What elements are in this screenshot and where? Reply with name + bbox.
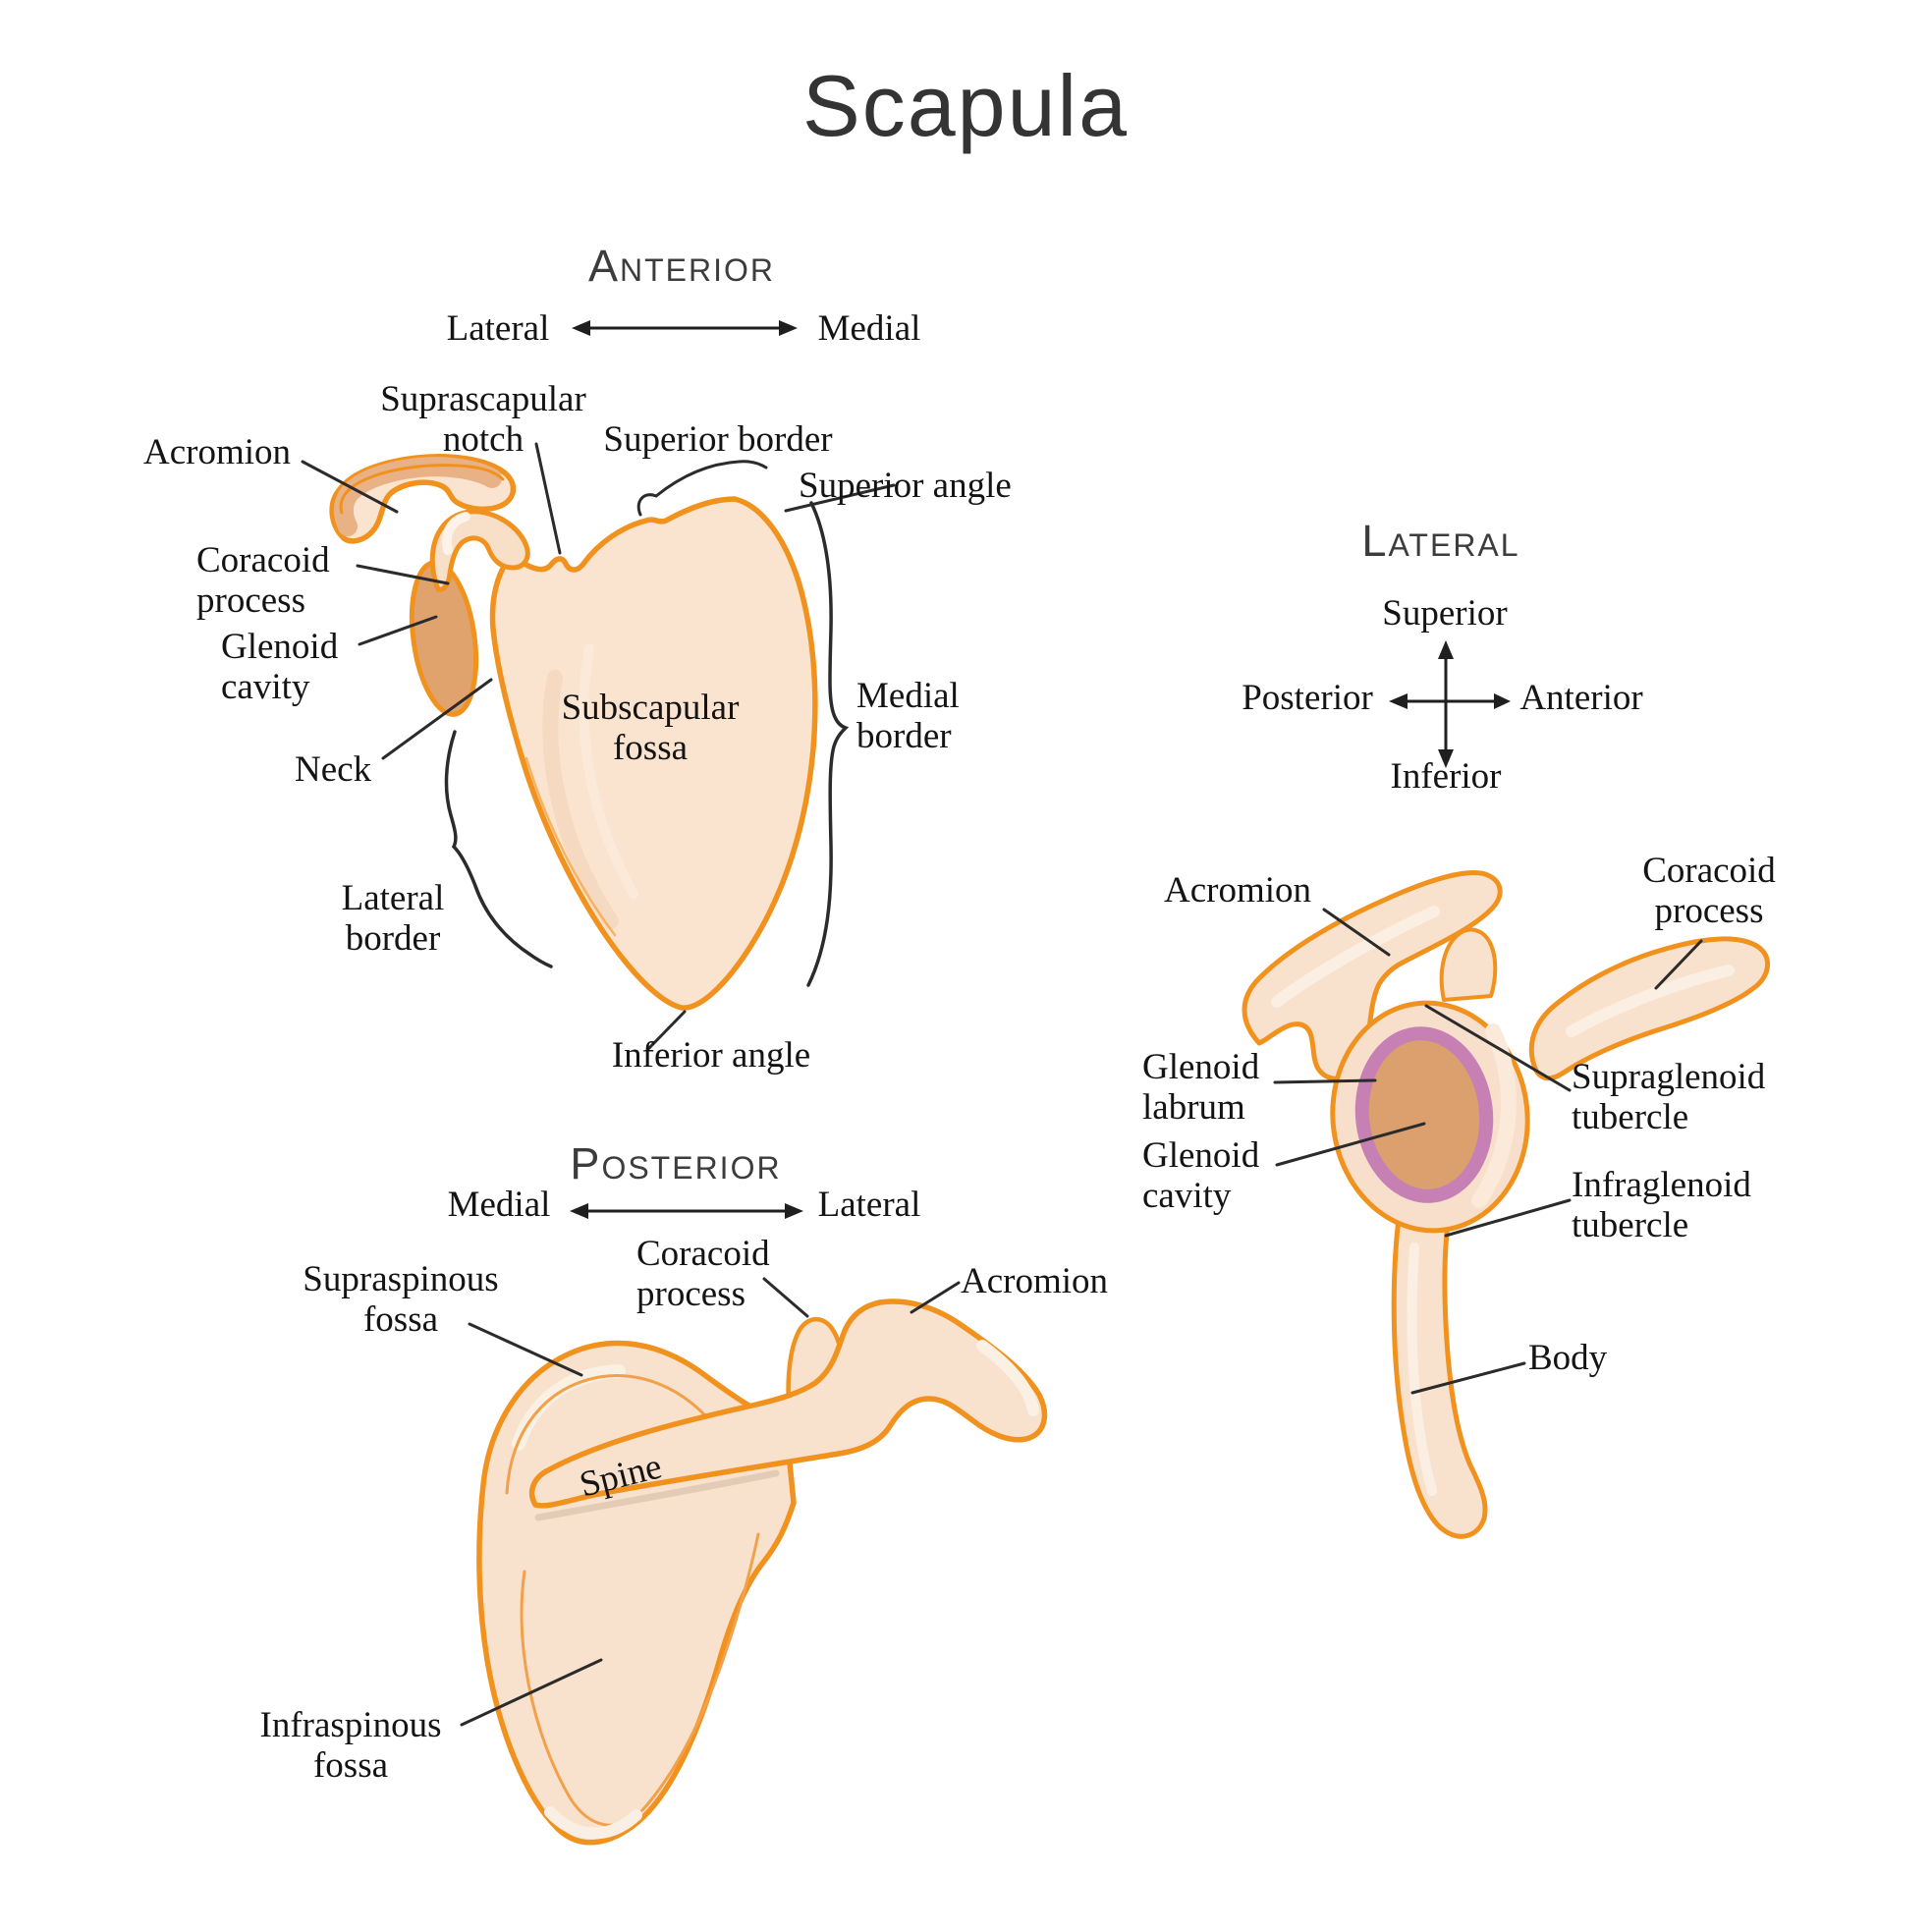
- page-title: Scapula: [801, 57, 1130, 154]
- posterior-acromion-highlight: [976, 1340, 1039, 1416]
- brace-lateral-border: [444, 730, 553, 968]
- pointer-lateral-body: [1410, 1361, 1526, 1395]
- posterior-label-supraspinous-fossa: Supraspinous fossa: [303, 1259, 499, 1341]
- anterior-label-superior-angle: Superior angle: [799, 466, 1012, 506]
- posterior-infraspinous-inner-line: [520, 1532, 760, 1827]
- lateral-compass-left-label: Posterior: [1242, 678, 1373, 718]
- lateral-view-illustration: [1242, 870, 1770, 1539]
- posterior-label-coracoid-process: Coracoid process: [636, 1234, 770, 1315]
- anterior-blade-highlight: [579, 643, 638, 899]
- anterior-heading: Anterior: [587, 241, 776, 291]
- lateral-coracoid-highlight: [1566, 965, 1735, 1037]
- anterior-compass-arrow: [572, 320, 798, 336]
- pointer-lateral-acromion: [1322, 908, 1391, 957]
- pointer-anterior-superior-angle: [784, 483, 896, 513]
- pointer-anterior-suprascapular-notch: [534, 442, 562, 555]
- pointer-posterior-coracoid: [762, 1277, 809, 1318]
- pointer-anterior-inferior-angle: [646, 1010, 687, 1051]
- pointer-posterior-acromion: [910, 1281, 961, 1314]
- anterior-blade-inner-line: [524, 756, 617, 937]
- leader-lines: [301, 442, 1703, 1727]
- lateral-compass-cross: [1389, 640, 1511, 768]
- anterior-coracoid-highlight: [442, 512, 470, 555]
- anterior-label-subscapular-fossa: Subscapular fossa: [561, 688, 740, 769]
- posterior-label-acromion: Acromion: [961, 1261, 1109, 1301]
- anterior-label-suprascapular-notch: Suprascapular notch: [380, 379, 586, 461]
- lateral-label-supraglenoid-tubercle: Supraglenoid tubercle: [1572, 1057, 1766, 1138]
- posterior-compass-right-label: Lateral: [817, 1185, 921, 1225]
- pointer-lateral-infraglenoid: [1444, 1198, 1572, 1238]
- lateral-label-body: Body: [1528, 1338, 1608, 1378]
- anterior-label-neck: Neck: [295, 749, 372, 790]
- lateral-label-glenoid-cavity: Glenoid cavity: [1142, 1135, 1260, 1217]
- anterior-coracoid-shape: [429, 509, 530, 592]
- lateral-label-acromion: Acromion: [1163, 870, 1312, 911]
- brace-medial-border: [806, 501, 850, 987]
- posterior-heading: Posterior: [570, 1138, 782, 1188]
- posterior-compass-arrow: [570, 1203, 803, 1219]
- pointer-lateral-supraglenoid: [1424, 1004, 1572, 1092]
- lateral-heading: Lateral: [1361, 516, 1520, 566]
- anterior-label-lateral-border: Lateral border: [341, 878, 445, 960]
- lateral-label-infraglenoid-tubercle: Infraglenoid tubercle: [1572, 1165, 1751, 1246]
- anterior-compass-right-label: Medial: [817, 308, 921, 349]
- posterior-label-infraspinous-fossa: Infraspinous fossa: [259, 1705, 442, 1787]
- lateral-compass-right-label: Anterior: [1519, 678, 1643, 718]
- lateral-acromion-shape: [1242, 870, 1503, 1081]
- pointer-anterior-coracoid: [356, 564, 450, 585]
- pointer-posterior-infraspinous: [460, 1658, 603, 1727]
- anterior-blade-shading: [542, 670, 619, 929]
- anterior-compass-left-label: Lateral: [446, 308, 550, 349]
- anterior-label-coracoid-process: Coracoid process: [196, 540, 330, 622]
- pointer-anterior-acromion: [301, 460, 399, 514]
- posterior-spine-shadow: [534, 1469, 780, 1521]
- posterior-spine-acromion-shape: [528, 1298, 1048, 1509]
- pointer-lateral-glenoid-labrum: [1273, 1078, 1377, 1084]
- lateral-acromion-highlight: [1271, 906, 1440, 1008]
- lateral-label-glenoid-labrum: Glenoid labrum: [1142, 1047, 1260, 1129]
- anterior-blade-shape: [489, 496, 818, 1011]
- lateral-glenoid-cavity-shape: [1368, 1040, 1480, 1189]
- pointer-lateral-glenoid-cavity: [1275, 1122, 1426, 1167]
- anterior-label-glenoid-cavity: Glenoid cavity: [221, 627, 339, 708]
- lateral-body-highlight: [1407, 1242, 1437, 1496]
- posterior-compass-left-label: Medial: [447, 1185, 551, 1225]
- posterior-bottom-highlight: [544, 1806, 642, 1840]
- anterior-label-acromion: Acromion: [142, 432, 292, 472]
- anterior-label-inferior-angle: Inferior angle: [611, 1035, 811, 1076]
- compass-arrows: [570, 320, 1511, 1219]
- anterior-label-medial-border: Medial border: [856, 676, 960, 757]
- pointer-anterior-neck: [381, 678, 493, 760]
- posterior-supraspinous-inner-line: [505, 1374, 724, 1495]
- pointer-lateral-coracoid: [1654, 939, 1703, 990]
- posterior-view-illustration: [476, 1298, 1048, 1846]
- pointer-anterior-glenoid-cavity: [358, 615, 438, 646]
- anterior-view-illustration: [329, 454, 818, 1011]
- anterior-acromion-inner-line: [339, 464, 505, 515]
- lateral-superior-finger-shape: [1439, 927, 1498, 1002]
- lateral-compass-up-label: Superior: [1382, 593, 1508, 634]
- indicator-anterior-superior-border: [636, 460, 768, 517]
- lateral-label-coracoid-process: Coracoid process: [1642, 851, 1776, 932]
- anterior-label-superior-border: Superior border: [603, 419, 833, 460]
- pointer-posterior-supraspinous: [468, 1322, 583, 1377]
- lateral-compass-down-label: Inferior: [1390, 756, 1502, 797]
